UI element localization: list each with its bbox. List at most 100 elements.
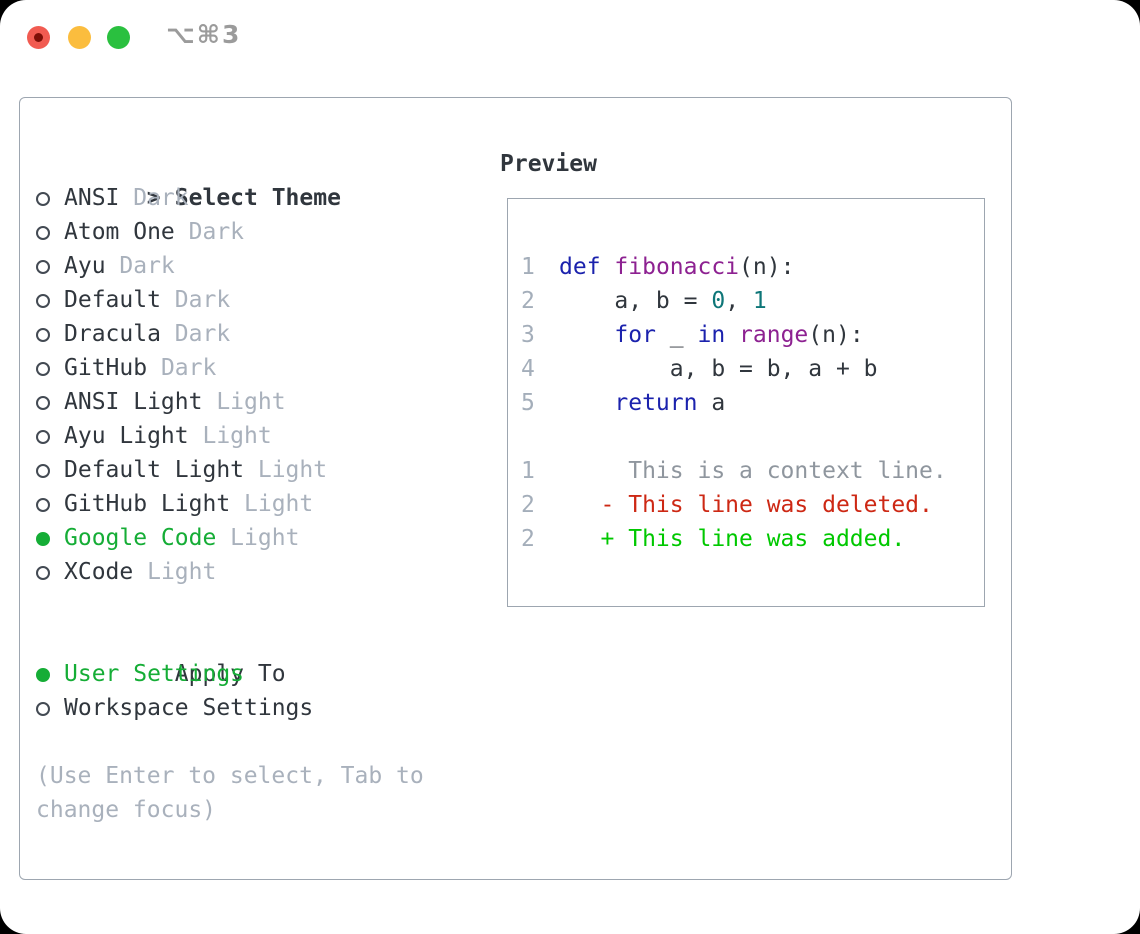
radio-icon	[36, 453, 64, 487]
code-token: in	[697, 322, 726, 348]
theme-variant: Dark	[160, 287, 231, 313]
theme-name: ANSI	[64, 185, 120, 211]
code-token: a, b =	[559, 288, 712, 314]
code-token	[725, 322, 739, 348]
theme-name: Ayu	[64, 253, 106, 279]
code-token: _	[655, 322, 698, 348]
theme-name: GitHub	[64, 355, 148, 381]
theme-name: Atom One	[64, 219, 175, 245]
preview-title: Preview	[500, 151, 597, 177]
radio-icon	[36, 249, 64, 283]
code-token: - This line was deleted.	[559, 492, 933, 518]
apply-to-title: Apply To	[174, 661, 286, 687]
code-line: 2 a, b = 0, 1	[521, 284, 984, 318]
theme-option-atom-one-dark[interactable]: Atom One Dark	[36, 215, 496, 249]
theme-option-ansi-light-light[interactable]: ANSI Light Light	[36, 385, 496, 419]
radio-selected-icon	[36, 521, 64, 555]
keyboard-shortcut-label: ⌥⌘3	[166, 20, 242, 49]
line-number: 2	[521, 526, 535, 552]
theme-name: GitHub Light	[64, 491, 231, 517]
theme-variant: Light	[244, 457, 328, 483]
hint-text: (Use Enter to select, Tab to change focu…	[36, 763, 424, 823]
theme-name: Dracula	[64, 321, 161, 347]
code-line	[521, 420, 984, 454]
select-theme-header: >Select Theme	[36, 147, 496, 211]
code-token	[601, 254, 615, 280]
theme-variant: Light	[188, 423, 272, 449]
line-number: 3	[521, 322, 535, 348]
zoom-button[interactable]	[107, 26, 130, 49]
radio-icon	[36, 351, 64, 385]
apply-option-user-settings[interactable]: User Settings	[36, 657, 496, 691]
theme-option-github-dark[interactable]: GitHub Dark	[36, 351, 496, 385]
code-token: a	[697, 390, 726, 416]
theme-option-default-light-light[interactable]: Default Light Light	[36, 453, 496, 487]
code-token	[559, 322, 614, 348]
radio-icon	[36, 691, 64, 725]
code-token: def	[559, 254, 601, 280]
theme-option-google-code-light[interactable]: Google Code Light	[36, 521, 496, 555]
radio-icon	[36, 317, 64, 351]
theme-name: XCode	[64, 559, 134, 585]
radio-icon	[36, 385, 64, 419]
apply-option-label: User Settings	[64, 661, 245, 687]
radio-icon	[36, 487, 64, 521]
line-number: 4	[521, 356, 535, 382]
theme-variant: Light	[230, 491, 314, 517]
radio-icon	[36, 181, 64, 215]
apply-option-workspace-settings[interactable]: Workspace Settings	[36, 691, 496, 725]
code-token: return	[614, 390, 698, 416]
code-token	[559, 390, 614, 416]
apply-option-label: Workspace Settings	[64, 695, 314, 721]
code-line: 4 a, b = b, a + b	[521, 352, 984, 386]
code-token: 0	[711, 288, 726, 314]
minimize-button[interactable]	[68, 26, 91, 49]
theme-option-ansi-dark[interactable]: ANSI Dark	[36, 181, 496, 215]
line-number: 1	[521, 254, 535, 280]
radio-icon	[36, 215, 64, 249]
theme-option-github-light-light[interactable]: GitHub Light Light	[36, 487, 496, 521]
line-number: 1	[521, 458, 535, 484]
code-line: 2 + This line was added.	[521, 522, 984, 556]
theme-name: Google Code	[64, 525, 217, 551]
code-token: 1	[752, 288, 767, 314]
code-token: (n):	[739, 254, 795, 280]
theme-variant: Light	[133, 559, 217, 585]
theme-variant: Dark	[119, 185, 189, 211]
radio-icon	[36, 555, 64, 589]
code-token: range	[739, 322, 809, 348]
theme-name: Default	[64, 287, 161, 313]
theme-variant: Dark	[147, 355, 217, 381]
theme-variant: Light	[216, 525, 300, 551]
radio-icon	[36, 419, 64, 453]
theme-option-default-dark[interactable]: Default Dark	[36, 283, 496, 317]
theme-option-dracula-dark[interactable]: Dracula Dark	[36, 317, 496, 351]
code-token: ,	[725, 288, 753, 314]
code-line: 5 return a	[521, 386, 984, 420]
spacer	[36, 589, 496, 623]
radio-selected-icon	[36, 657, 64, 691]
prompt-icon: >	[146, 185, 161, 211]
radio-icon	[36, 283, 64, 317]
line-number: 5	[521, 390, 535, 416]
line-number: 2	[521, 492, 535, 518]
theme-variant: Light	[202, 389, 286, 415]
spacer	[36, 725, 496, 759]
theme-variant: Dark	[174, 219, 245, 245]
code-line: 3 for _ in range(n):	[521, 318, 984, 352]
theme-name: ANSI Light	[64, 389, 203, 415]
theme-option-ayu-dark[interactable]: Ayu Dark	[36, 249, 496, 283]
theme-option-xcode-light[interactable]: XCode Light	[36, 555, 496, 589]
code-token: (n):	[808, 322, 864, 348]
theme-name: Default Light	[64, 457, 245, 483]
close-button[interactable]	[27, 26, 50, 49]
theme-name: Ayu Light	[64, 423, 189, 449]
theme-option-ayu-light-light[interactable]: Ayu Light Light	[36, 419, 496, 453]
